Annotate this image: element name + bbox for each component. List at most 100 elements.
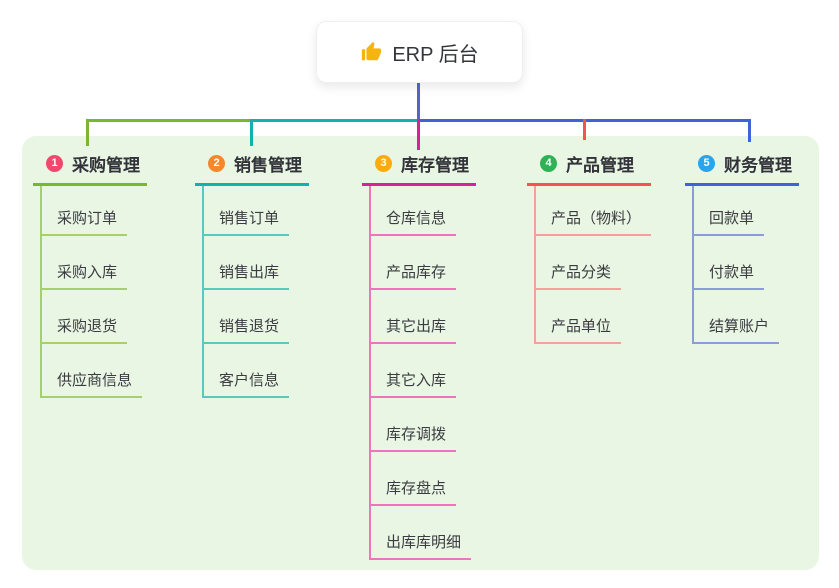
child-node[interactable]: 供应商信息 [42, 344, 143, 398]
child-node-label: 付款单 [709, 264, 755, 281]
child-node-label: 产品（物料） [551, 210, 642, 227]
child-node[interactable]: 客户信息 [204, 344, 290, 398]
branch-number-badge: 4 [540, 155, 557, 172]
branch-title-label: 销售管理 [234, 156, 302, 175]
branch-title-label: 库存管理 [401, 156, 469, 175]
child-node-label: 出库库明细 [386, 534, 462, 551]
child-node[interactable]: 采购订单 [42, 186, 142, 236]
child-node-underline: 库存盘点 [371, 477, 457, 506]
branch-children: 仓库信息 产品库存 其它出库 其它入库 库存调拨 库存盘点 出库库明细 [369, 186, 472, 560]
connector-drop-branch1 [86, 119, 89, 146]
connector-drop-branch5 [748, 119, 751, 142]
connector-drop-branch4 [583, 119, 586, 140]
child-node[interactable]: 产品库存 [371, 236, 471, 290]
child-node-underline: 库存调拨 [371, 423, 457, 452]
child-node-underline: 销售订单 [204, 207, 290, 236]
child-node-label: 其它出库 [386, 318, 447, 335]
child-node-underline: 客户信息 [204, 369, 290, 398]
child-node-label: 回款单 [709, 210, 755, 227]
thumbs-up-icon [362, 41, 382, 61]
branch-5: 5 财务管理 回款单 付款单 结算账户 [685, 148, 799, 344]
connector-drop-branch3 [417, 119, 420, 150]
child-node[interactable]: 库存调拨 [371, 398, 471, 452]
child-node[interactable]: 销售订单 [204, 186, 290, 236]
branch-title-node[interactable]: 4 产品管理 [527, 148, 652, 186]
root-node-label: ERP 后台 [392, 43, 479, 66]
child-node-label: 采购入库 [57, 264, 118, 281]
child-node[interactable]: 产品分类 [536, 236, 651, 290]
child-node-label: 供应商信息 [57, 372, 133, 389]
branch-title-label: 财务管理 [724, 156, 792, 175]
child-node[interactable]: 结算账户 [694, 290, 780, 344]
child-node-underline: 采购退货 [42, 315, 128, 344]
child-node-label: 采购订单 [57, 210, 118, 227]
child-node-label: 库存盘点 [386, 480, 447, 497]
child-node-underline: 产品库存 [371, 261, 457, 290]
child-node[interactable]: 其它出库 [371, 290, 471, 344]
child-node-label: 销售出库 [219, 264, 280, 281]
child-node-underline: 其它入库 [371, 369, 457, 398]
child-node-underline: 销售出库 [204, 261, 290, 290]
child-node-underline: 供应商信息 [42, 369, 143, 398]
branch-title-node[interactable]: 1 采购管理 [33, 148, 147, 186]
child-node[interactable]: 销售退货 [204, 290, 290, 344]
child-node[interactable]: 仓库信息 [371, 186, 471, 236]
branch-number-badge: 1 [46, 155, 63, 172]
child-node-underline: 产品分类 [536, 261, 622, 290]
child-node-label: 产品分类 [551, 264, 612, 281]
connector-horizontal-branch2 [250, 119, 418, 122]
connector-root-vertical [417, 83, 420, 122]
branch-4: 4 产品管理 产品（物料） 产品分类 产品单位 [527, 148, 652, 344]
child-node[interactable]: 付款单 [694, 236, 779, 290]
child-node[interactable]: 销售出库 [204, 236, 290, 290]
child-node-underline: 销售退货 [204, 315, 290, 344]
child-node-underline: 回款单 [694, 207, 765, 236]
child-node-underline: 产品单位 [536, 315, 622, 344]
child-node-label: 销售退货 [219, 318, 280, 335]
child-node-label: 结算账户 [709, 318, 770, 335]
connector-drop-branch2 [250, 119, 253, 146]
branch-number-badge: 5 [698, 155, 715, 172]
branch-title-label: 产品管理 [566, 156, 634, 175]
child-node-label: 客户信息 [219, 372, 280, 389]
child-node[interactable]: 回款单 [694, 186, 779, 236]
branch-children: 采购订单 采购入库 采购退货 供应商信息 [40, 186, 143, 398]
branch-number-badge: 3 [375, 155, 392, 172]
child-node-label: 产品库存 [386, 264, 447, 281]
child-node-label: 库存调拨 [386, 426, 447, 443]
child-node-label: 其它入库 [386, 372, 447, 389]
branch-title-label: 采购管理 [72, 156, 140, 175]
branch-children: 销售订单 销售出库 销售退货 客户信息 [202, 186, 290, 398]
child-node-label: 产品单位 [551, 318, 612, 335]
child-node-underline: 仓库信息 [371, 207, 457, 236]
branch-2: 2 销售管理 销售订单 销售出库 销售退货 客户信息 [195, 148, 309, 398]
branch-children: 回款单 付款单 结算账户 [692, 186, 780, 344]
child-node[interactable]: 采购入库 [42, 236, 142, 290]
child-node-underline: 采购入库 [42, 261, 128, 290]
branch-title-node[interactable]: 2 销售管理 [195, 148, 309, 186]
branch-children: 产品（物料） 产品分类 产品单位 [534, 186, 652, 344]
branch-1: 1 采购管理 采购订单 采购入库 采购退货 供应商信息 [33, 148, 147, 398]
child-node[interactable]: 采购退货 [42, 290, 142, 344]
child-node-underline: 采购订单 [42, 207, 128, 236]
child-node[interactable]: 产品单位 [536, 290, 651, 344]
root-node[interactable]: ERP 后台 [316, 21, 523, 83]
branch-title-node[interactable]: 3 库存管理 [362, 148, 476, 186]
branch-title-node[interactable]: 5 财务管理 [685, 148, 799, 186]
connector-horizontal-branch1 [86, 119, 252, 122]
branch-3: 3 库存管理 仓库信息 产品库存 其它出库 其它入库 库存调拨 库存盘点 [362, 148, 476, 560]
child-node-underline: 结算账户 [694, 315, 780, 344]
child-node[interactable]: 产品（物料） [536, 186, 652, 236]
child-node-label: 采购退货 [57, 318, 118, 335]
child-node-underline: 付款单 [694, 261, 765, 290]
child-node-label: 仓库信息 [386, 210, 447, 227]
child-node[interactable]: 其它入库 [371, 344, 471, 398]
branch-number-badge: 2 [208, 155, 225, 172]
child-node-underline: 出库库明细 [371, 531, 472, 560]
child-node[interactable]: 出库库明细 [371, 506, 472, 560]
branches-background-panel [22, 136, 819, 570]
child-node-underline: 产品（物料） [536, 207, 652, 236]
child-node-label: 销售订单 [219, 210, 280, 227]
child-node[interactable]: 库存盘点 [371, 452, 471, 506]
